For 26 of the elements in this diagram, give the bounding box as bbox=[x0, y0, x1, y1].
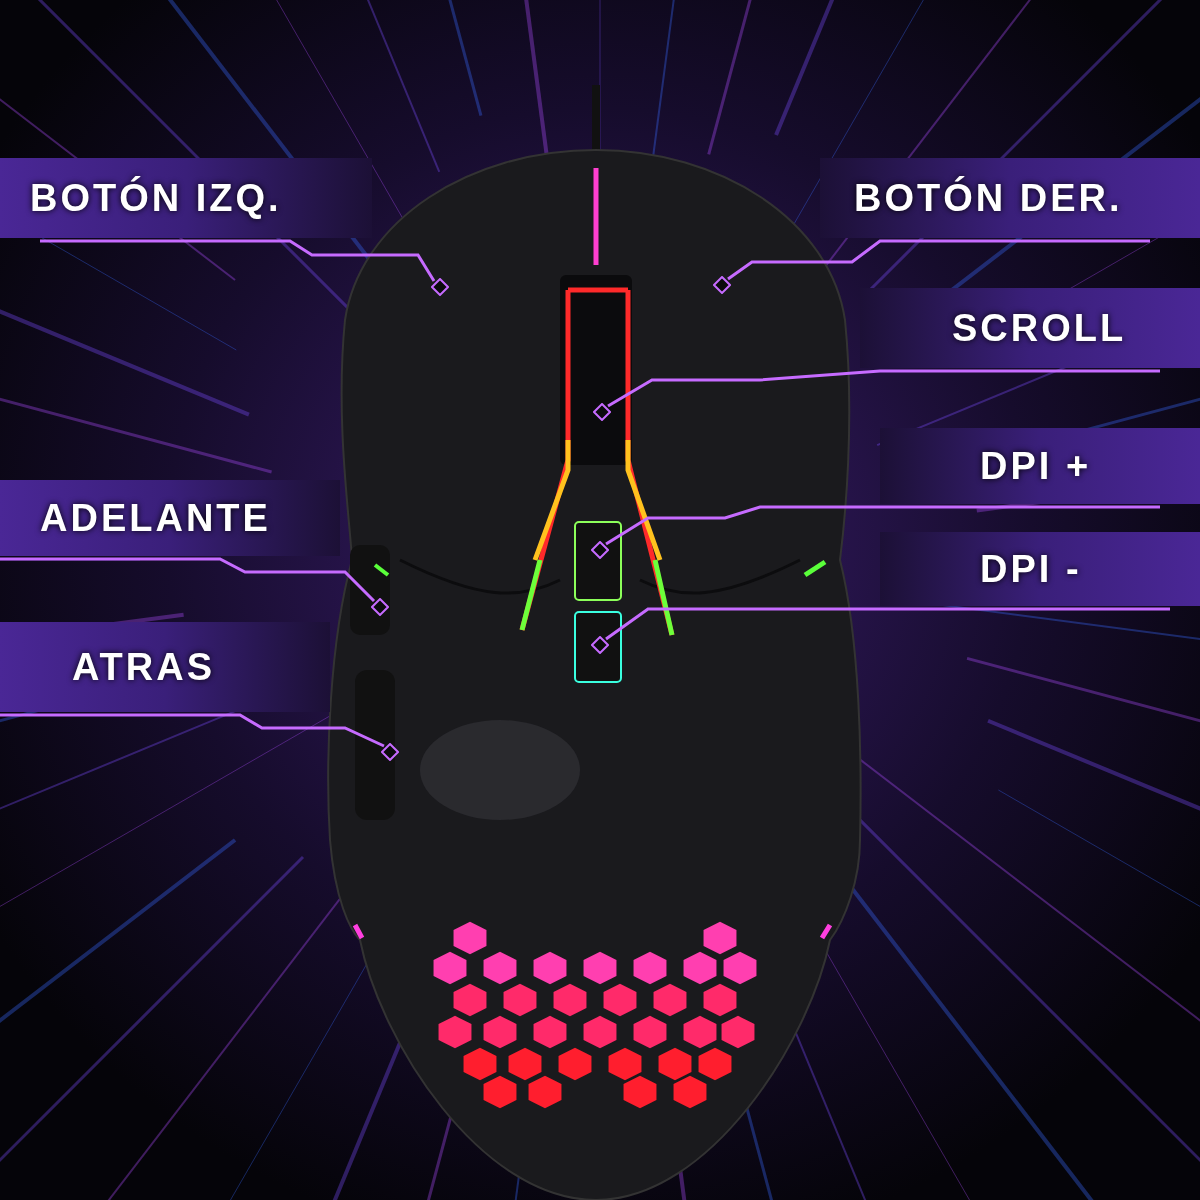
leader-line bbox=[605, 607, 1170, 641]
target-diamond bbox=[591, 636, 609, 654]
leader-line bbox=[605, 505, 1160, 546]
leader-line bbox=[727, 239, 1150, 281]
label-band bbox=[880, 428, 1200, 504]
part-label: SCROLL bbox=[952, 309, 1127, 347]
target-diamond bbox=[371, 598, 389, 616]
part-label: DPI - bbox=[980, 550, 1082, 588]
label-band bbox=[0, 158, 372, 238]
label-band bbox=[0, 622, 330, 712]
target-diamond bbox=[431, 278, 449, 296]
target-diamond bbox=[381, 743, 399, 761]
part-label: ADELANTE bbox=[40, 499, 271, 537]
label-band bbox=[860, 288, 1200, 368]
part-label: DPI + bbox=[980, 447, 1092, 485]
target-diamond bbox=[593, 403, 611, 421]
target-diamond bbox=[713, 276, 731, 294]
target-diamond bbox=[591, 541, 609, 559]
leader-line bbox=[40, 239, 436, 282]
label-band bbox=[0, 480, 340, 556]
leader-line bbox=[0, 713, 385, 748]
label-band bbox=[820, 158, 1200, 238]
part-label: ATRAS bbox=[72, 648, 216, 686]
leader-line bbox=[607, 369, 1160, 408]
label-band bbox=[880, 532, 1200, 606]
leader-line bbox=[0, 557, 376, 603]
